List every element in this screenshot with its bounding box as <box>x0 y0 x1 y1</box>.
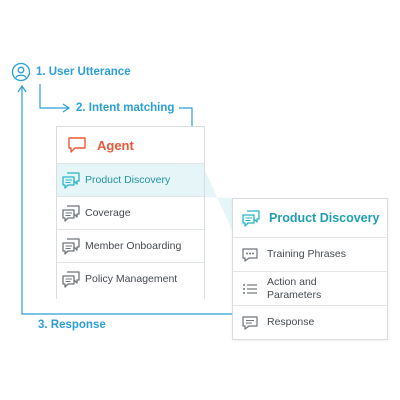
step-intent-matching: 2. Intent matching <box>76 102 175 114</box>
intent-chat-icon <box>57 171 85 189</box>
user-icon <box>11 62 31 82</box>
agent-chat-icon <box>57 136 97 154</box>
intent-item-member-onboarding[interactable]: Member Onboarding <box>57 229 204 262</box>
intent-label: Product Discovery <box>85 173 171 186</box>
arrowhead-utterance <box>17 84 27 93</box>
detail-item-label: Training Phrases <box>267 248 346 260</box>
intent-label: Member Onboarding <box>85 239 182 252</box>
arrow-utterance-to-matching <box>39 84 68 109</box>
intent-chat-icon <box>57 204 85 222</box>
intent-item-coverage[interactable]: Coverage <box>57 196 204 229</box>
intent-detail-header: Product Discovery <box>233 199 387 237</box>
speech-dots-icon <box>233 247 267 263</box>
intent-detail-chat-icon <box>233 209 269 227</box>
intent-chat-icon <box>57 270 85 288</box>
detail-item-training-phrases[interactable]: Training Phrases <box>233 237 387 271</box>
agent-title: Agent <box>97 137 134 153</box>
selection-highlight-wedge <box>202 164 232 230</box>
agent-panel: Agent Product Discovery <box>56 126 205 299</box>
step-user-utterance: 1. User Utterance <box>36 66 131 78</box>
intent-detail-title: Product Discovery <box>269 211 380 225</box>
detail-item-action-parameters[interactable]: Action and Parameters <box>233 271 387 305</box>
intent-label: Coverage <box>85 206 131 219</box>
response-chat-icon <box>233 315 267 331</box>
detail-item-label: Action and Parameters <box>267 275 322 301</box>
intent-label: Policy Management <box>85 272 178 285</box>
intent-item-product-discovery[interactable]: Product Discovery <box>57 163 204 196</box>
intent-item-policy-management[interactable]: Policy Management <box>57 262 204 295</box>
intent-detail-panel: Product Discovery Training Phrases <box>232 198 388 340</box>
step-response: 3. Response <box>36 318 108 332</box>
arrowhead-matching <box>62 103 71 113</box>
detail-item-response[interactable]: Response <box>233 305 387 339</box>
arrow-response-return <box>21 87 232 315</box>
agent-header: Agent <box>57 127 204 163</box>
list-icon <box>233 282 267 296</box>
intent-chat-icon <box>57 237 85 255</box>
detail-item-label: Response <box>267 316 315 328</box>
